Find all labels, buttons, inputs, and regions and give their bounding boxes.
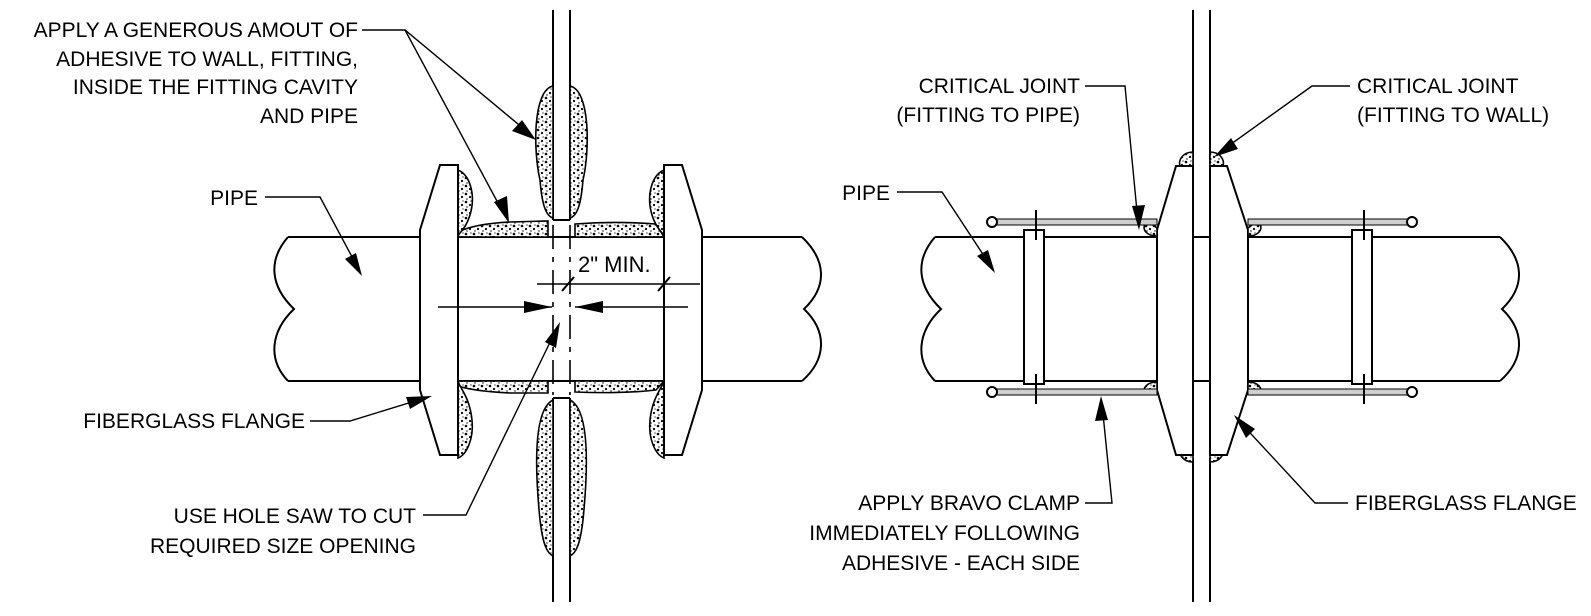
right-bravo-clamps	[986, 210, 1418, 404]
right-flanges	[1143, 165, 1262, 456]
right-wall	[1192, 10, 1211, 602]
critical-joint-pipe-line-1: CRITICAL JOINT	[919, 75, 1081, 98]
adhesive-note-line-4: AND PIPE	[260, 105, 358, 128]
hole-saw-line-1: USE HOLE SAW TO CUT	[174, 505, 416, 528]
left-wall-adhesive	[534, 85, 589, 558]
adhesive-note-line-2: ADHESIVE TO WALL, FITTING,	[56, 48, 358, 71]
right-detail: CRITICAL JOINT (FITTING TO PIPE) CRITICA…	[809, 10, 1577, 602]
adhesive-note-line-1: APPLY A GENEROUS AMOUT OF	[34, 19, 358, 42]
right-pipe-label: PIPE	[842, 182, 995, 273]
left-pipe-text: PIPE	[210, 187, 258, 210]
adhesive-note-line-3: INSIDE THE FITTING CAVITY	[73, 76, 358, 99]
left-flange-text: FIBERGLASS FLANGE	[83, 410, 305, 433]
clamp-note: APPLY BRAVO CLAMP IMMEDIATELY FOLLOWING …	[809, 396, 1113, 575]
left-fitting-sleeves	[457, 220, 666, 394]
left-detail: 2" MIN. APPLY A GENEROUS AMOUT OF ADHESI…	[34, 10, 822, 602]
right-pipe-text: PIPE	[842, 182, 890, 205]
right-sleeves	[1023, 229, 1373, 385]
critical-joint-wall-line-2: (FITTING TO WALL)	[1357, 104, 1549, 127]
critical-joint-wall-note: CRITICAL JOINT (FITTING TO WALL)	[1214, 75, 1549, 157]
critical-joint-wall-line-1: CRITICAL JOINT	[1357, 75, 1519, 98]
left-flanges	[419, 164, 703, 460]
right-flange-label: FIBERGLASS FLANGE	[1234, 415, 1577, 515]
clamp-note-line-3: ADHESIVE - EACH SIDE	[842, 552, 1080, 575]
clamp-note-line-1: APPLY BRAVO CLAMP	[858, 492, 1080, 515]
dimension-text: 2" MIN.	[578, 252, 651, 277]
left-pipe-label: PIPE	[210, 187, 362, 276]
adhesive-note: APPLY A GENEROUS AMOUT OF ADHESIVE TO WA…	[34, 19, 536, 223]
left-wall	[552, 10, 571, 602]
clamp-note-line-2: IMMEDIATELY FOLLOWING	[809, 522, 1080, 545]
critical-joint-pipe-line-2: (FITTING TO PIPE)	[896, 104, 1080, 127]
right-flange-text: FIBERGLASS FLANGE	[1355, 492, 1577, 515]
hole-saw-line-2: REQUIRED SIZE OPENING	[150, 535, 416, 558]
left-dimension: 2" MIN.	[438, 252, 700, 313]
hole-saw-note: USE HOLE SAW TO CUT REQUIRED SIZE OPENIN…	[150, 322, 560, 558]
critical-joint-pipe-note: CRITICAL JOINT (FITTING TO PIPE)	[896, 75, 1145, 230]
left-flange-label: FIBERGLASS FLANGE	[83, 396, 432, 433]
